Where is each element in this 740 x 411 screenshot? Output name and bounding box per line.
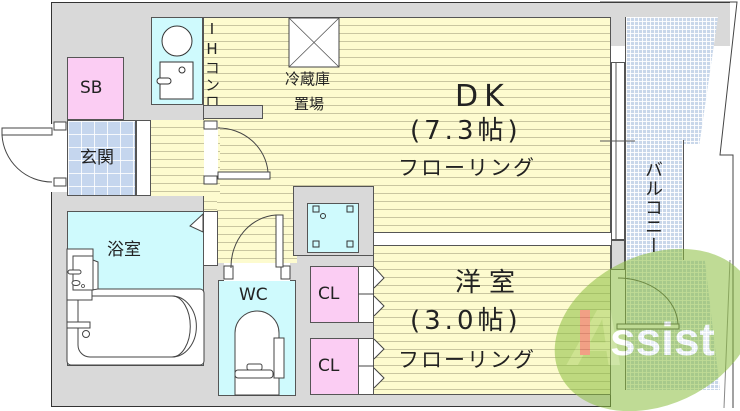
balcony-label: バルコニー <box>642 160 663 255</box>
hall-floor <box>217 195 297 263</box>
closet-1-label: CL <box>318 284 340 304</box>
western-room-flooring: フローリング <box>398 348 536 372</box>
stove-label: IHコンロ <box>203 20 221 111</box>
bathroom-door-jamb <box>203 211 218 266</box>
western-room-size: (3.0帖) <box>410 306 522 336</box>
shoe-box-label: SB <box>80 78 103 98</box>
entrance-floor <box>67 120 136 196</box>
washing-machine-space <box>307 203 359 253</box>
fridge-label-line1: 冷蔵庫 <box>285 70 331 88</box>
entrance-step <box>136 120 151 196</box>
western-room-name: 洋室 <box>455 268 524 298</box>
svg-text:ssist: ssist <box>610 313 715 365</box>
shoe-box <box>67 57 124 120</box>
kitchen-wall-stub <box>203 105 263 119</box>
bathroom-label: 浴室 <box>107 240 141 260</box>
dk-window <box>611 62 625 240</box>
fridge-label-line2: 置場 <box>294 95 325 113</box>
closet-2-label: CL <box>318 356 340 376</box>
closet-1[interactable] <box>310 266 359 323</box>
dk-room-size: (7.3帖) <box>410 116 522 146</box>
dk-flooring: フローリング <box>398 156 536 180</box>
entrance-label: 玄関 <box>80 148 114 168</box>
dk-room-name: DK <box>455 79 510 114</box>
svg-text:A: A <box>566 293 626 382</box>
closet-2[interactable] <box>310 338 359 395</box>
toilet-label: WC <box>239 285 268 305</box>
